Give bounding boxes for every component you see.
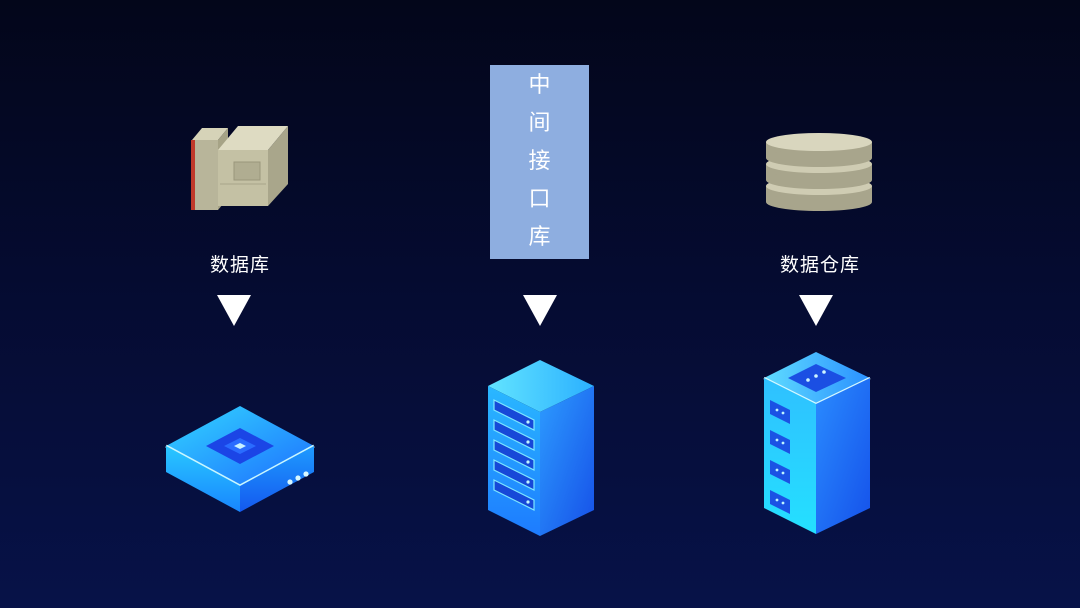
down-arrow-icon [799,295,833,326]
database-device-icon [165,406,315,512]
middle-char-3: 接 [528,149,551,174]
middle-char-5: 库 [528,225,551,250]
label-data-warehouse: 数据仓库 [779,254,860,276]
mainframe-icon [191,126,288,210]
middle-interface-box: 中 间 接 口 库 [490,65,589,259]
down-arrow-icon [217,295,251,326]
middle-char-2: 间 [528,111,551,136]
middle-char-4: 口 [528,187,551,212]
label-database: 数据库 [209,254,270,276]
server-rack-icon [488,360,594,536]
database-stack-icon [766,133,872,211]
middle-char-1: 中 [528,73,551,98]
down-arrow-icon [523,295,557,326]
tower-server-icon [763,352,871,534]
